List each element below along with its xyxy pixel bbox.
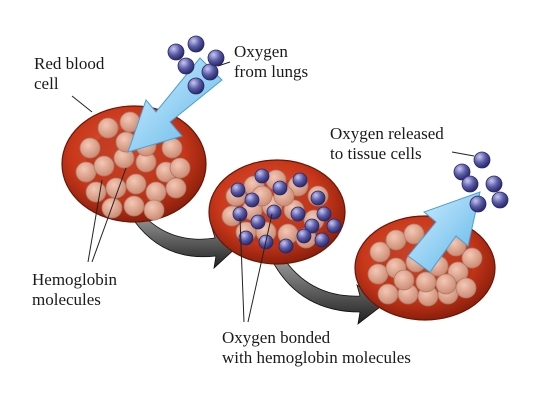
oxygen-molecule [230,182,246,198]
leader-hemoglobin-1 [87,179,103,263]
leader-red-blood-cell [71,95,93,113]
oxygen-out-arrow [407,191,481,273]
hemoglobin-molecule [455,277,477,299]
oxygen-molecule [187,35,205,53]
bonded-oxygen-cell-2 [230,168,342,254]
label-hemoglobin-molecules: Hemoglobin molecules [32,270,117,309]
hemoglobin-cell-3 [367,223,483,307]
oxygen-molecule [461,175,479,193]
oxygen-molecule [266,204,282,220]
hemoglobin-molecule [125,173,147,195]
oxygen-molecule [254,168,270,184]
hemoglobin-molecule [385,229,407,251]
oxygen-molecule [469,195,487,213]
oxygen-from-lungs-molecules [167,35,225,95]
hemoglobin-molecule [93,155,115,177]
oxygen-molecule [238,230,254,246]
oxygen-molecule [326,218,342,234]
hemoglobin-molecule [461,247,483,269]
oxygen-molecule [453,163,471,181]
hemoglobin-molecule [169,157,191,179]
oxygen-molecule [187,77,205,95]
oxygen-molecule [485,175,503,193]
hemoglobin-molecule [367,263,389,285]
leader-hemoglobin-2 [91,167,127,263]
oxygen-molecule [278,238,294,254]
oxygen-molecule [316,206,332,222]
label-oxygen-from-lungs: Oxygen from lungs [234,42,309,81]
oxygen-molecule [473,151,491,169]
hemoglobin-molecule [75,161,97,183]
hemoglobin-molecule [145,181,167,203]
hemoglobin-molecule [165,177,187,199]
oxygen-molecule [244,192,260,208]
hemoglobin-molecule [377,283,399,305]
oxygen-molecule [177,57,195,75]
oxygen-molecule [201,63,219,81]
leader-oxygen-released [451,151,475,157]
oxygen-molecule [167,43,185,61]
transfer-arrow-1 [134,211,239,270]
hemoglobin-molecule [85,181,107,203]
label-red-blood-cell: Red blood cell [34,54,105,93]
oxygen-molecule [207,49,225,67]
hemoglobin-molecule [393,269,415,291]
oxygen-molecule [304,218,320,234]
label-oxygen-bonded: Oxygen bonded with hemoglobin molecules [222,328,411,367]
hemoglobin-molecule [79,137,101,159]
oxygen-molecule [250,214,266,230]
oxygen-molecule [310,190,326,206]
leader-bonded-2 [247,213,273,323]
leader-bonded-1 [239,217,245,323]
oxygen-molecule [314,232,330,248]
transfer-arrow-2 [273,255,385,325]
oxygen-molecule [292,172,308,188]
hemoglobin-molecule [123,195,145,217]
leader-oxygen-lungs [217,61,231,67]
hemoglobin-molecule [435,273,457,295]
hemoglobin-cell-1 [75,111,191,221]
hemoglobin-molecule [97,117,119,139]
oxygen-molecule [491,191,509,209]
oxygen-molecule [296,228,312,244]
hemoglobin-molecule [143,199,165,221]
hemoglobin-molecule [415,271,437,293]
oxygen-molecule [272,180,288,196]
oxygen-molecule [290,206,306,222]
label-oxygen-released: Oxygen released to tissue cells [330,124,444,163]
oxygen-released-molecules [453,151,509,213]
hemoglobin-molecule [369,241,391,263]
hemoglobin-molecule [403,223,425,245]
